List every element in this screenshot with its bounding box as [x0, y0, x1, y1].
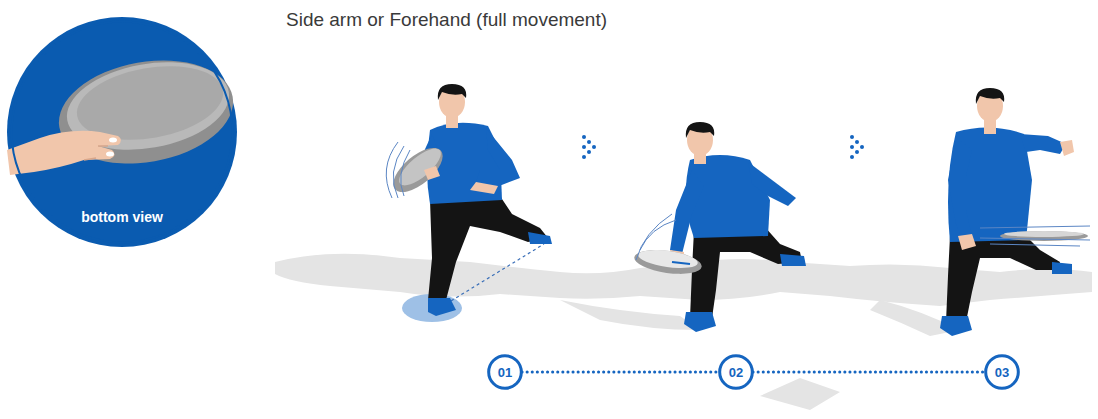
sequence-chevron: [850, 135, 864, 159]
diagram-title: Side arm or Forehand (full movement): [286, 9, 607, 31]
thrower-figure: [633, 122, 806, 332]
callout-number: 03: [995, 365, 1009, 380]
bottom-view-art: [7, 17, 241, 247]
inset-circle: bottom view: [7, 17, 237, 247]
dotted-connector: [522, 371, 719, 374]
thrower-figure: [940, 88, 1090, 336]
callout-number: 02: [729, 365, 743, 380]
thrower-figure: [386, 84, 552, 322]
step-circle: 01: [488, 355, 522, 389]
callout-number: 01: [498, 365, 512, 380]
view-label: bottom view: [81, 209, 163, 225]
sequence-chevron: [582, 135, 596, 159]
step-circle: 03: [985, 355, 1019, 389]
step-circle: 02: [719, 355, 753, 389]
dotted-connector: [753, 371, 985, 374]
